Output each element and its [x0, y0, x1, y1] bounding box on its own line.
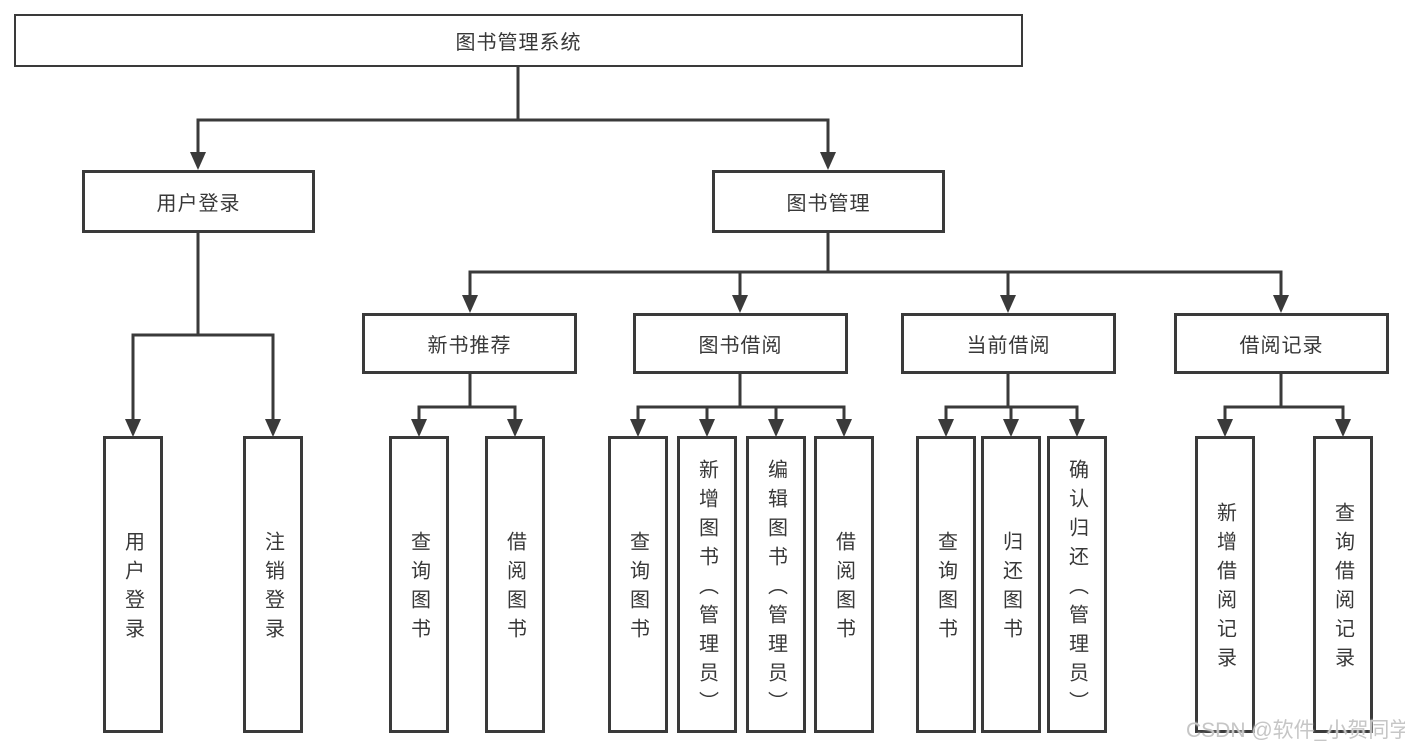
watermark: CSDN @软件_小贺同学	[1186, 719, 1405, 742]
leaf-borrow-query-books-label: 查询图书	[626, 531, 649, 647]
node-root-label: 图书管理系统	[455, 32, 582, 54]
connector-login-to-leaves	[125, 233, 281, 437]
leaf-current-return-books-label: 归还图书	[999, 531, 1022, 647]
node-book-borrow-label: 图书借阅	[698, 335, 783, 357]
leaf-current-query-books: 查询图书	[916, 436, 976, 733]
connector-management-to-level3	[462, 233, 1289, 313]
leaf-records-query-record: 查询借阅记录	[1313, 436, 1373, 733]
connector-borrow-to-leaves	[630, 374, 852, 437]
node-borrow-records: 借阅记录	[1174, 313, 1389, 374]
leaf-borrow-add-books-admin: 新增图书（管理员）	[677, 436, 737, 733]
leaf-recommend-borrow-books: 借阅图书	[485, 436, 545, 733]
leaf-recommend-query-books-label: 查询图书	[407, 531, 430, 647]
leaf-borrow-query-books: 查询图书	[608, 436, 668, 733]
node-book-borrow: 图书借阅	[633, 313, 848, 374]
node-current-borrow-label: 当前借阅	[966, 335, 1051, 357]
leaf-borrow-edit-books-admin: 编辑图书（管理员）	[746, 436, 806, 733]
leaf-recommend-borrow-books-label: 借阅图书	[503, 531, 526, 647]
connector-root-to-level2	[190, 66, 836, 170]
node-user-login-label: 用户登录	[156, 193, 241, 215]
connector-records-to-leaves	[1217, 374, 1351, 437]
leaf-current-confirm-return-admin-label: 确认归还（管理员）	[1065, 458, 1088, 720]
leaf-current-return-books: 归还图书	[981, 436, 1041, 733]
leaf-user-login-label: 用户登录	[121, 531, 144, 647]
node-root: 图书管理系统	[14, 14, 1023, 67]
node-user-login: 用户登录	[82, 170, 315, 233]
node-current-borrow: 当前借阅	[901, 313, 1116, 374]
leaf-borrow-add-books-admin-label: 新增图书（管理员）	[695, 458, 718, 720]
node-new-book-recommend-label: 新书推荐	[427, 335, 512, 357]
leaf-records-add-record-label: 新增借阅记录	[1213, 502, 1236, 676]
leaf-current-confirm-return-admin: 确认归还（管理员）	[1047, 436, 1107, 733]
leaf-logout-label: 注销登录	[261, 531, 284, 647]
leaf-recommend-query-books: 查询图书	[389, 436, 449, 733]
leaf-user-login: 用户登录	[103, 436, 163, 733]
leaf-borrow-borrow-books-label: 借阅图书	[832, 531, 855, 647]
connector-current-to-leaves	[938, 374, 1085, 437]
node-book-management: 图书管理	[712, 170, 945, 233]
node-book-management-label: 图书管理	[786, 193, 871, 215]
node-new-book-recommend: 新书推荐	[362, 313, 577, 374]
leaf-current-query-books-label: 查询图书	[934, 531, 957, 647]
leaf-borrow-edit-books-admin-label: 编辑图书（管理员）	[764, 458, 787, 720]
leaf-logout: 注销登录	[243, 436, 303, 733]
leaf-borrow-borrow-books: 借阅图书	[814, 436, 874, 733]
leaf-records-query-record-label: 查询借阅记录	[1331, 502, 1354, 676]
node-borrow-records-label: 借阅记录	[1239, 335, 1324, 357]
connector-recommend-to-leaves	[411, 374, 523, 437]
leaf-records-add-record: 新增借阅记录	[1195, 436, 1255, 733]
